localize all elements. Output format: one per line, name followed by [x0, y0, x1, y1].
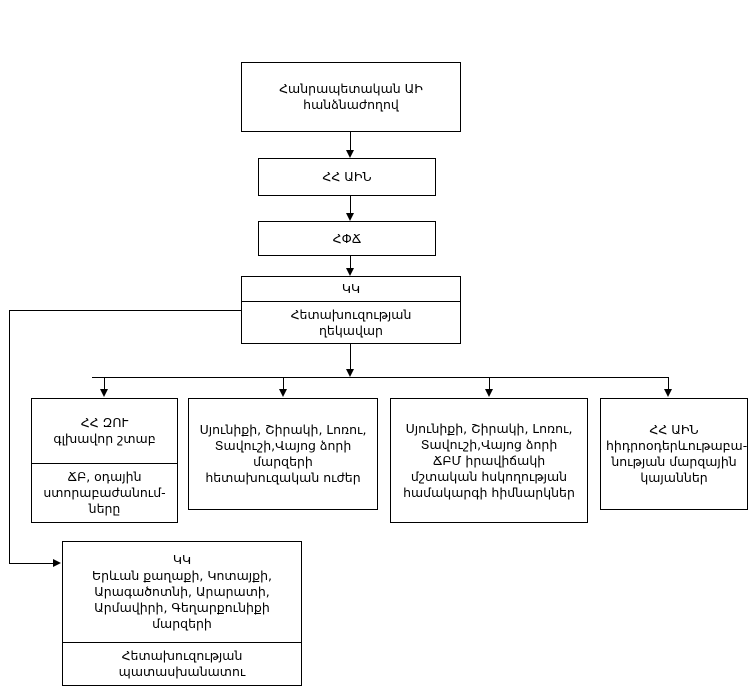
kk-regional-header-line-1: Երևան քաղաքի, Կոտայքի, — [91, 568, 272, 583]
kk-regional-body-line-2: պատասխանատու — [118, 664, 246, 679]
kk-regional-header-line-2: Արագածոտնի, Արարատի, — [94, 584, 270, 599]
kk-regional-intelligence-responsible-header: ԿԿ Երևան քաղաքի, Կոտայքի, Արագածոտնի, Ար… — [63, 542, 301, 642]
armed-forces-general-staff-line-2: ստորաբաժանում- — [43, 485, 166, 500]
armed-forces-general-staff-header-line-1: ՀՀ ԶՈՒ — [80, 415, 129, 430]
republican-commission-line-1: Հանրապետական ԱԻ — [279, 81, 423, 96]
connector-bus-to-hydromet-line — [668, 377, 669, 390]
connector-ain-to-hpc-line — [350, 196, 351, 213]
armed-forces-general-staff-body: ՃԲ, օդային ստորաբաժանում- ները — [32, 463, 177, 522]
connector-bus-to-intel-forces-line — [283, 377, 284, 390]
republican-commission-line-2: հանձնաժողով — [303, 97, 399, 112]
feedback-loop-bottom-segment — [9, 563, 53, 564]
feedback-loop-vertical-segment — [9, 310, 10, 563]
situation-monitoring-institutions-line-5: համակարգի հիմնարկներ — [403, 484, 575, 500]
armed-forces-general-staff-line-3: ները — [88, 501, 121, 516]
armed-forces-general-staff-header-line-2: գլխավոր շտաբ — [53, 431, 156, 446]
feedback-loop-arrowhead — [53, 559, 61, 567]
connector-bus-to-hydromet-arrowhead — [664, 389, 672, 397]
armed-forces-general-staff-node[interactable]: ՀՀ ԶՈՒ գլխավոր շտաբ ՃԲ, օդային ստորաբաժա… — [31, 398, 178, 523]
connector-bus-to-general-staff-line — [104, 377, 105, 390]
connector-kk-to-bus-line — [350, 344, 351, 370]
connector-bus-to-monitoring-line — [489, 377, 490, 390]
regional-intelligence-forces-node[interactable]: Սյունիքի, Շիրակի, Լոռու, Տավուշի,Վայոց ձ… — [188, 398, 378, 510]
connector-bus-to-intel-forces-arrowhead — [279, 389, 287, 397]
regional-intelligence-forces-label: Սյունիքի, Շիրակի, Լոռու, Տավուշի,Վայոց ձ… — [189, 399, 377, 509]
kk-regional-intelligence-responsible-body: Հետախուզության պատասխանատու — [63, 642, 301, 685]
kk-intelligence-head-header: ԿԿ — [242, 277, 460, 301]
hydrometeorology-regional-stations-line-3: նության մարզային — [611, 454, 737, 469]
hydrometeorology-regional-stations-line-2: հիդրոօդերևութաբա- — [606, 438, 748, 453]
connector-bus-to-monitoring-arrowhead — [485, 389, 493, 397]
kk-regional-header-text: ԿԿ — [172, 552, 192, 567]
regional-intelligence-forces-line-2: Տավուշի,Վայոց ձորի — [214, 438, 352, 453]
armed-forces-general-staff-line-1: ՃԲ, օդային — [67, 469, 142, 484]
situation-monitoring-institutions-line-2: Տավուշի,Վայոց ձորի — [420, 436, 558, 452]
kk-regional-header-line-3: Արմավիրի, Գեղարքունիքի — [94, 600, 270, 615]
connector-kk-to-bus-arrowhead — [346, 369, 354, 377]
regional-intelligence-forces-line-3: մարզերի — [253, 454, 313, 469]
republican-commission-label: Հանրապետական ԱԻ հանձնաժողով — [242, 63, 460, 131]
distribution-bus-line — [92, 377, 669, 378]
situation-monitoring-institutions-line-4: մշտական հսկողության — [410, 468, 568, 484]
feedback-loop-top-segment — [9, 310, 242, 311]
hydrometeorology-regional-stations-line-4: կայաններ — [640, 470, 708, 485]
connector-commission-to-ain-arrowhead — [346, 150, 354, 158]
kk-intelligence-head-node[interactable]: ԿԿ Հետախուզության ղեկավար — [241, 276, 461, 344]
kk-regional-header-line-4: մարզերի — [152, 616, 212, 631]
hydrometeorology-regional-stations-label: ՀՀ ԱԻՆ հիդրոօդերևութաբա- նության մարզայի… — [601, 399, 747, 509]
hh-ain-node[interactable]: ՀՀ ԱԻՆ — [258, 158, 436, 196]
kk-regional-body-line-1: Հետախուզության — [121, 648, 243, 663]
situation-monitoring-institutions-line-3: ՃԲՄ իրավիճակի — [432, 452, 546, 468]
regional-intelligence-forces-line-1: Սյունիքի, Շիրակի, Լոռու, — [199, 422, 367, 437]
hpc-node[interactable]: ՀՓՃ — [258, 221, 436, 256]
hydrometeorology-regional-stations-line-1: ՀՀ ԱԻՆ — [649, 422, 699, 437]
hpc-text: ՀՓՃ — [332, 230, 362, 246]
hydrometeorology-regional-stations-node[interactable]: ՀՀ ԱԻՆ հիդրոօդերևութաբա- նության մարզայի… — [600, 398, 748, 510]
hpc-label: ՀՓՃ — [259, 222, 435, 255]
kk-intelligence-head-line-1: Հետախուզության — [290, 306, 412, 322]
kk-intelligence-head-body: Հետախուզության ղեկավար — [242, 301, 460, 343]
situation-monitoring-institutions-line-1: Սյունիքի, Շիրակի, Լոռու, — [405, 420, 573, 436]
connector-commission-to-ain-line — [350, 132, 351, 150]
hh-ain-label: ՀՀ ԱԻՆ — [259, 159, 435, 195]
hh-ain-text: ՀՀ ԱԻՆ — [322, 169, 372, 184]
connector-bus-to-general-staff-arrowhead — [100, 389, 108, 397]
armed-forces-general-staff-header: ՀՀ ԶՈՒ գլխավոր շտաբ — [32, 399, 177, 463]
kk-intelligence-head-header-text: ԿԿ — [341, 281, 361, 296]
connector-hpc-to-kk-arrowhead — [346, 268, 354, 276]
kk-regional-intelligence-responsible-node[interactable]: ԿԿ Երևան քաղաքի, Կոտայքի, Արագածոտնի, Ար… — [62, 541, 302, 686]
republican-commission-node[interactable]: Հանրապետական ԱԻ հանձնաժողով — [241, 62, 461, 132]
regional-intelligence-forces-line-4: հետախուզական ուժեր — [205, 470, 361, 485]
connector-ain-to-hpc-arrowhead — [346, 213, 354, 221]
kk-intelligence-head-line-2: ղեկավար — [319, 322, 383, 338]
connector-hpc-to-kk-line — [350, 256, 351, 268]
situation-monitoring-institutions-label: Սյունիքի, Շիրակի, Լոռու, Տավուշի,Վայոց ձ… — [391, 399, 587, 522]
situation-monitoring-institutions-node[interactable]: Սյունիքի, Շիրակի, Լոռու, Տավուշի,Վայոց ձ… — [390, 398, 588, 523]
